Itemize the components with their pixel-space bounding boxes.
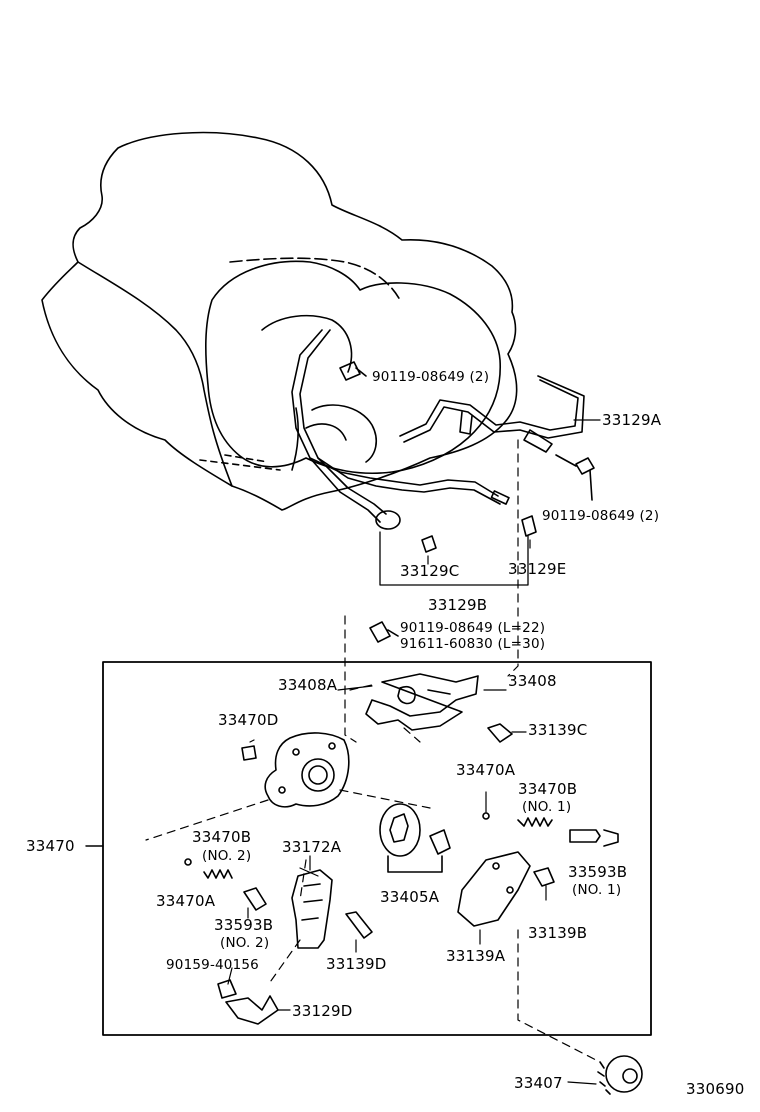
bell-housing: [205, 260, 501, 475]
spring-right: [517, 817, 553, 827]
dash-line-4: [145, 799, 269, 841]
guide-part-detail: [397, 685, 451, 705]
bolt-40156: [217, 979, 237, 999]
clip-e-shape: [521, 515, 537, 537]
label-bolt-l30: 91611-60830 (L=30): [400, 636, 546, 652]
label-pipe-a: 33129A: [602, 411, 662, 429]
bolt-b-shape: [533, 867, 555, 887]
label-plug-b-right: 33593B: [568, 863, 628, 881]
case-inner-flange: [229, 257, 401, 301]
label-bolt-d: 33139D: [326, 955, 387, 973]
pipe-b-label-bracket: [379, 531, 529, 586]
label-no2-b: (NO. 2): [220, 935, 270, 951]
gear-label-bracket: [387, 855, 443, 873]
label-bolt-40156: 90159-40156: [166, 957, 259, 973]
dash-line-1: [344, 615, 357, 743]
housing-hatch: [199, 454, 281, 471]
cover-plate: [457, 851, 531, 927]
shaft-part: [291, 869, 333, 949]
clip-c-shape: [421, 535, 437, 553]
pin-left: [184, 858, 192, 866]
pump-bore-inner: [308, 765, 328, 785]
label-clip-e: 33129E: [508, 560, 567, 578]
pipe-b-grommet: [375, 510, 401, 530]
label-plug-d: 33470D: [218, 711, 279, 729]
label-pin-a-right: 33470A: [456, 761, 516, 779]
label-shaft-a: 33172A: [282, 838, 342, 856]
label-bracket-d: 33129D: [292, 1002, 353, 1020]
cover-hole-2: [506, 886, 514, 894]
gear-outer: [379, 803, 421, 857]
dash-line-5: [517, 929, 597, 1061]
label-drive-gear: 33407: [514, 1074, 563, 1092]
bolt-mid: [369, 621, 399, 643]
label-no1-b: (NO. 1): [572, 882, 622, 898]
bracket-d: [225, 995, 279, 1025]
oil-pipe-b: [291, 329, 499, 497]
label-guide-a: 33408A: [278, 676, 338, 694]
label-pipe-b: 33129B: [428, 596, 488, 614]
label-pin-a-left: 33470A: [156, 892, 216, 910]
pipe-b-tip: [490, 490, 510, 505]
leader-lines: [227, 419, 601, 1085]
label-guide: 33408: [508, 672, 557, 690]
oil-pipe-b-drop: [309, 457, 387, 523]
pin-right: [482, 812, 490, 820]
label-bolt-upper-b: 90119-08649 (2): [542, 508, 660, 524]
oil-pipe-a-2: [403, 375, 585, 443]
oil-pipe-b-2: [299, 329, 501, 505]
label-clip-c: 33129C: [400, 562, 460, 580]
housing-inner-arc-2: [311, 404, 378, 463]
gear-inner: [389, 813, 409, 843]
label-cover-a: 33139A: [446, 947, 506, 965]
label-assy: 33470: [26, 837, 75, 855]
label-spring-b-left: 33470B: [192, 828, 252, 846]
bolt-upper-right: [555, 454, 595, 475]
dash-line-8: [403, 727, 421, 743]
gear-drive-piece: [429, 829, 451, 855]
bolt-upper-left: [339, 361, 367, 381]
pipe-a-bracket: [459, 411, 473, 435]
oil-pipe-a: [399, 379, 579, 437]
label-gear: 33405A: [380, 888, 440, 906]
assembly-frame: [102, 661, 652, 1036]
label-bolt-c: 33139C: [528, 721, 588, 739]
label-plug-b-left: 33593B: [214, 916, 274, 934]
pump-bore: [301, 758, 335, 792]
pump-body: [264, 732, 350, 808]
label-bolt-b: 33139B: [528, 924, 588, 942]
dash-line-2: [507, 439, 519, 677]
dash-line-6: [267, 859, 307, 986]
label-no2-a: (NO. 2): [202, 848, 252, 864]
pump-hole-2: [328, 742, 336, 750]
shaft-detail: [301, 883, 323, 921]
drive-gear-body: [605, 1055, 643, 1093]
housing-inner-arc: [261, 314, 353, 373]
label-spring-b-right: 33470B: [518, 780, 578, 798]
guide-part: [365, 673, 479, 731]
label-no1-a: (NO. 1): [522, 799, 572, 815]
bolt-d-shape: [345, 911, 373, 939]
dash-line-7: [349, 683, 377, 691]
drive-gear-hub: [622, 1068, 638, 1084]
dash-line-3: [339, 789, 431, 809]
pump-hole-3: [278, 786, 286, 794]
label-bolt-upper-a: 90119-08649 (2): [372, 369, 490, 385]
bolt-upper-right-leader: [589, 469, 593, 501]
figure-number: 330690: [686, 1080, 745, 1098]
spring-left: [203, 869, 233, 879]
cover-hole-1: [492, 862, 500, 870]
housing-boss: [291, 407, 347, 471]
plug-d-shape: [241, 745, 257, 761]
drive-gear-teeth: [597, 1061, 611, 1095]
pipe-a-end: [523, 429, 553, 453]
plug-right: [569, 829, 619, 847]
label-bolt-l22: 90119-08649 (L=22): [400, 620, 546, 636]
case-flange-line: [77, 261, 233, 487]
plug-left: [243, 887, 267, 911]
pump-hole-1: [292, 748, 300, 756]
bolt-c-shape: [487, 723, 513, 743]
